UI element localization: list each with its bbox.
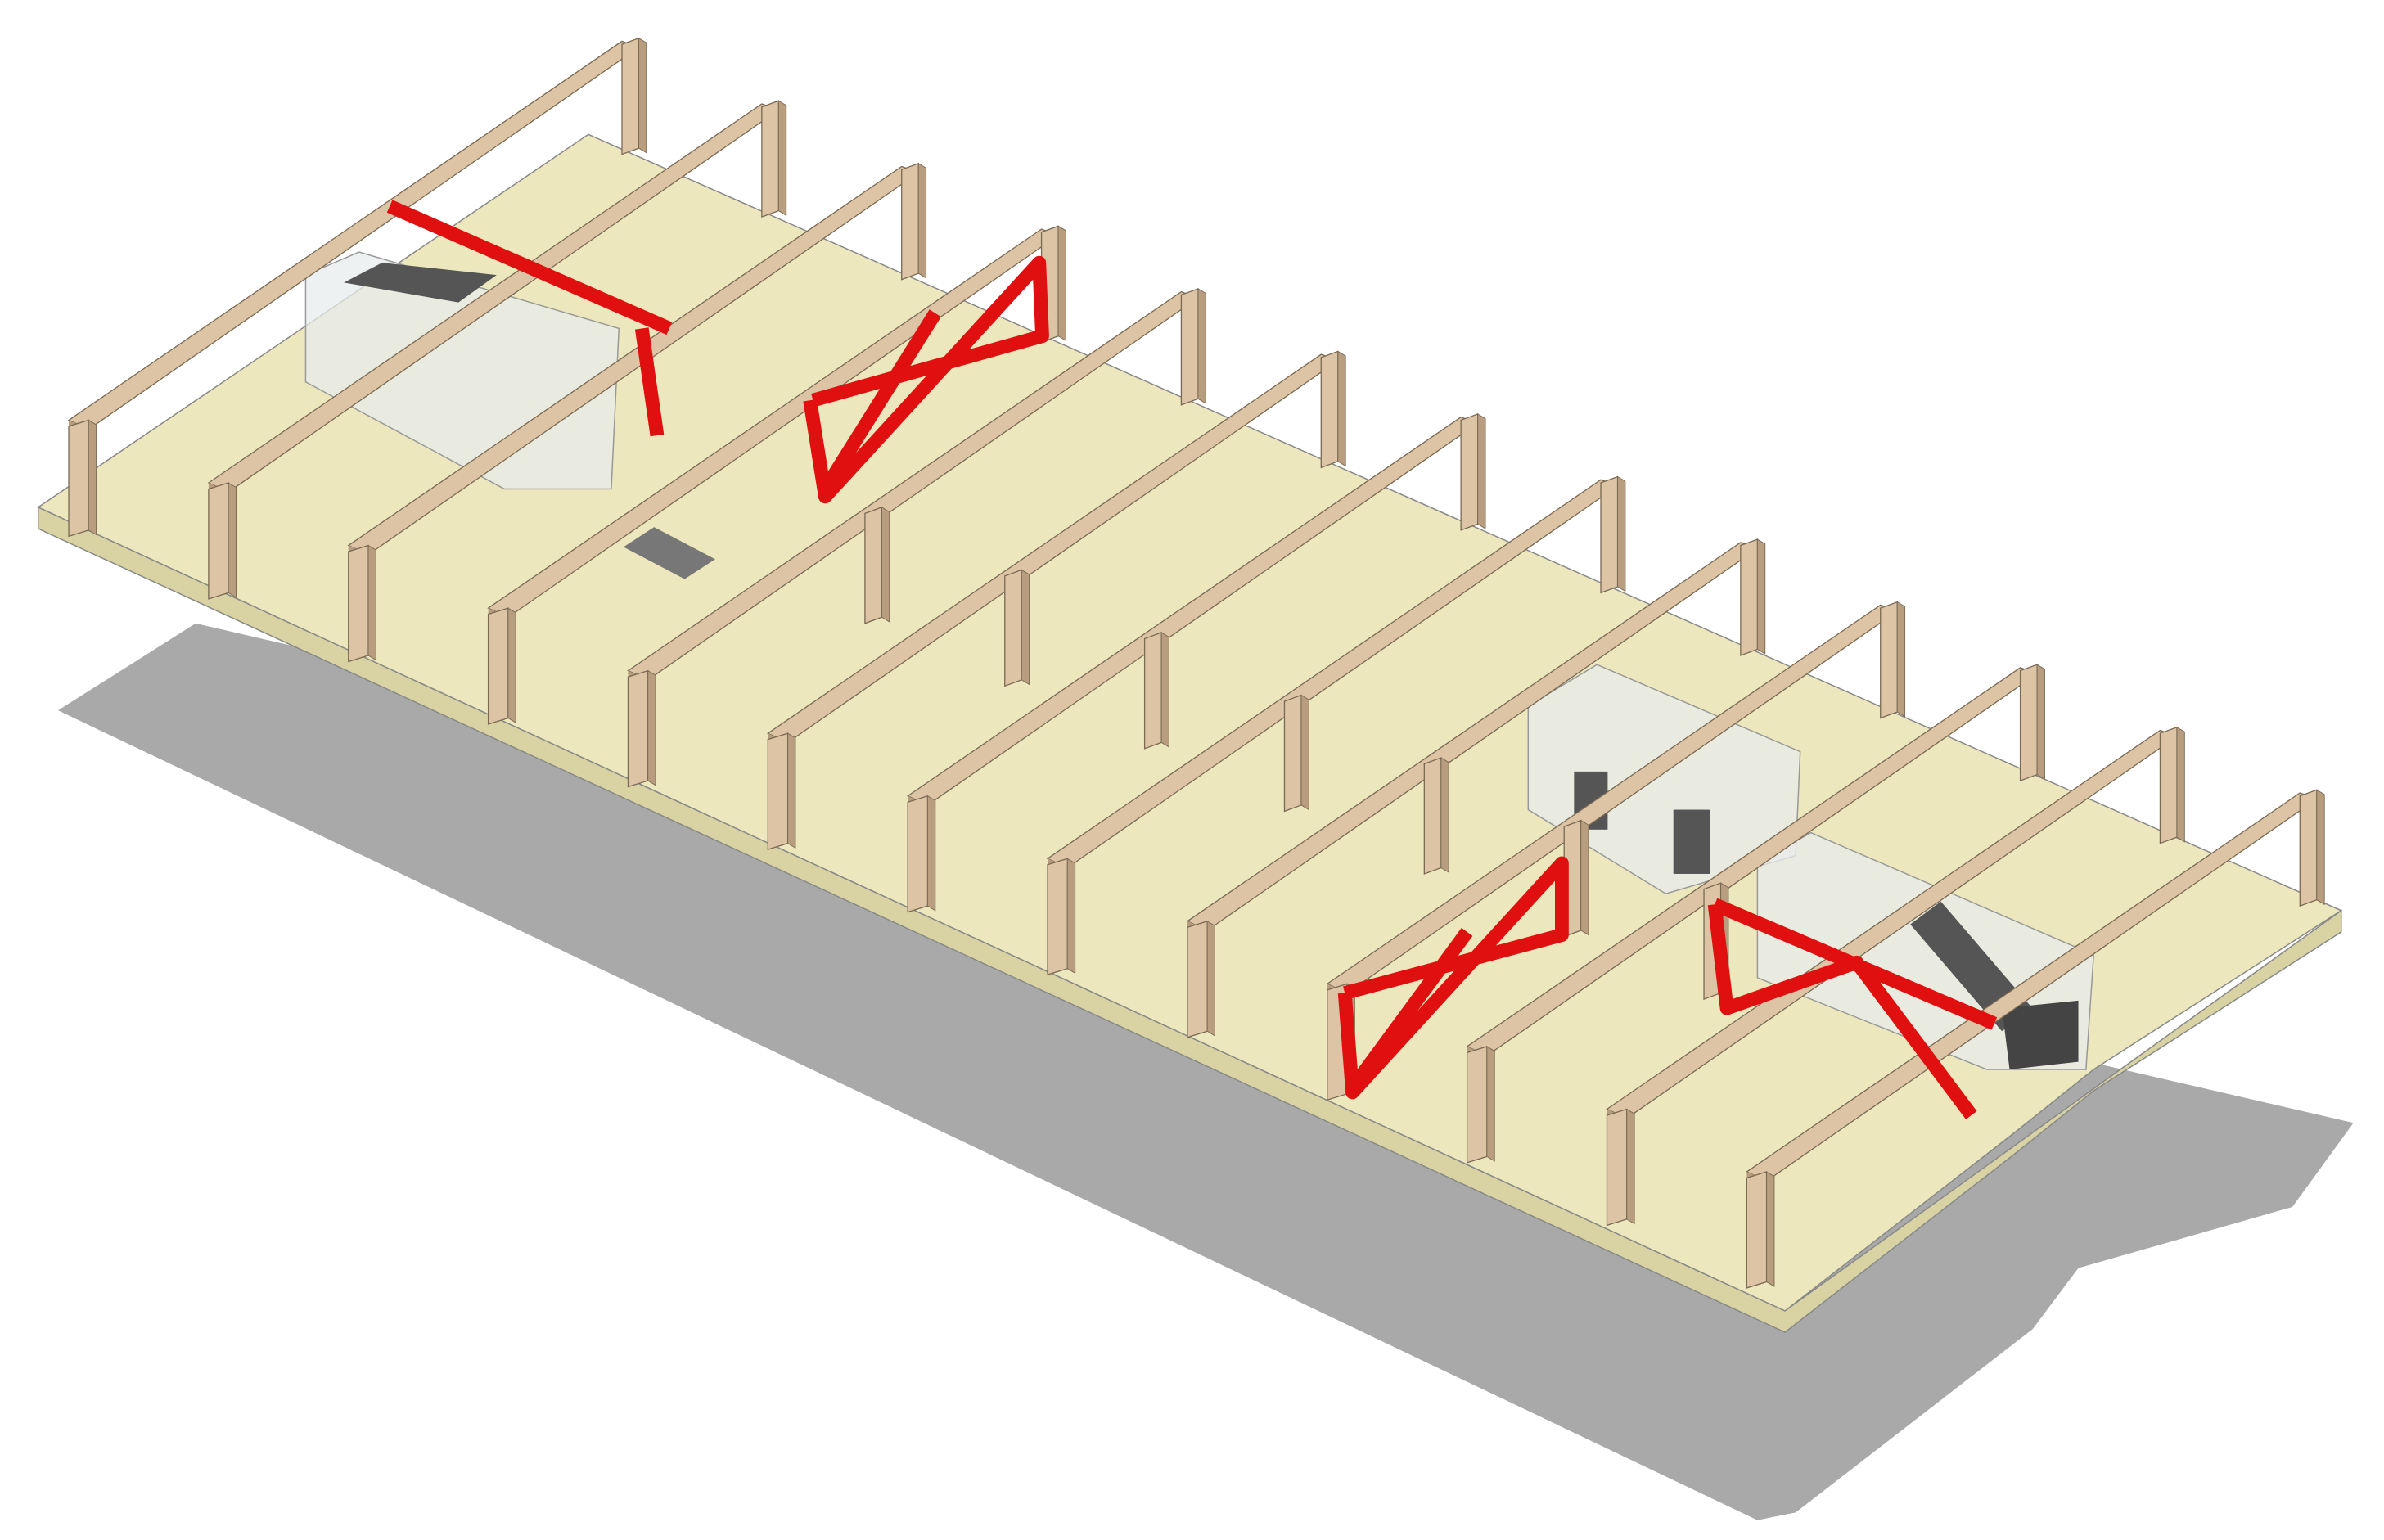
frame-post-back — [1320, 350, 1339, 469]
red-truss-2-diagonal — [1346, 927, 1473, 1092]
frame-post-back-side — [777, 100, 787, 217]
frame-post-middle-side — [1160, 632, 1169, 748]
frame-post-front-side — [367, 544, 376, 661]
timber-frames — [67, 37, 2325, 1289]
frame-post-front-side — [787, 732, 796, 849]
red-post-west — [634, 327, 665, 437]
frame-post-back-side — [2176, 726, 2185, 843]
frame-post-front — [208, 482, 229, 600]
frame-post-front-side — [1066, 858, 1076, 975]
frame-post-back-side — [1197, 288, 1206, 404]
frame-post-back — [2159, 726, 2178, 844]
frame-post-back-side — [1477, 413, 1486, 529]
red-truss-2 — [1337, 856, 1569, 1100]
frame-post-back-side — [917, 162, 927, 279]
frame-post-middle-side — [1440, 757, 1449, 873]
floor-opening — [623, 527, 715, 579]
red-beam-west — [386, 200, 673, 335]
red-steel-trusses — [386, 200, 1998, 1119]
frame-post-front — [68, 419, 89, 538]
frame-post-back-side — [638, 37, 647, 154]
frame-post-front — [1187, 920, 1208, 1038]
stair-west — [344, 263, 497, 303]
frame-post-back — [761, 100, 780, 218]
frame-post-back — [1740, 538, 1759, 656]
red-truss-east — [1707, 903, 1977, 1119]
frame-post-middle-side — [1021, 569, 1030, 686]
frame-post-middle — [1283, 694, 1302, 813]
frame-post-front-side — [647, 669, 656, 786]
frame-post-front — [1047, 858, 1068, 976]
frame-post-front-side — [1766, 1171, 1775, 1287]
frame-post-back — [1460, 413, 1479, 531]
frame-post-front — [348, 544, 369, 663]
slab-edge — [37, 506, 2342, 1333]
red-truss-1-diagonal — [819, 309, 941, 493]
frame-post-middle — [864, 506, 883, 624]
red-truss-1 — [803, 255, 1049, 504]
frame-post-back — [2299, 789, 2318, 907]
frame-post-middle — [1423, 757, 1442, 875]
frame-post-back-side — [1057, 225, 1066, 342]
frame-post-front-side — [1206, 921, 1215, 1037]
frame-post-front — [1746, 1171, 1768, 1289]
frame-post-middle-side — [881, 507, 890, 623]
frame-post-front-side — [228, 482, 237, 598]
frame-post-back — [1180, 287, 1199, 406]
frame-post-back-side — [1337, 350, 1346, 467]
frame-post-middle-side — [1300, 694, 1309, 811]
frame-post-back — [621, 37, 640, 155]
frame-post-front — [1606, 1108, 1628, 1227]
frame-post-front-side — [1626, 1108, 1635, 1225]
frame-post-back-side — [2036, 664, 2045, 781]
frame-post-back — [1600, 475, 1619, 594]
frame-post-middle-side — [1580, 819, 1589, 936]
frame-post-back-side — [1896, 601, 1906, 718]
frame-post-front — [907, 795, 929, 913]
frame-post-back-side — [1617, 475, 1626, 592]
frame-post-front — [1466, 1046, 1488, 1164]
frame-post-back-side — [1756, 538, 1766, 655]
frame-post-back — [2019, 664, 2038, 782]
frame-post-front — [767, 732, 789, 850]
frame-post-middle — [1004, 569, 1022, 687]
frame-post-front-side — [88, 419, 97, 536]
frame-post-front-side — [1486, 1046, 1495, 1162]
frame-post-back — [901, 162, 919, 281]
frame-post-front — [627, 669, 649, 788]
frame-post-front — [487, 607, 509, 725]
stair-landing-east — [2002, 1000, 2079, 1069]
frame-post-front-side — [926, 795, 936, 912]
frame-post-back — [1880, 601, 1898, 719]
frame-post-middle — [1143, 632, 1162, 750]
frame-post-back-side — [2316, 789, 2325, 906]
frame-post-front-side — [507, 607, 516, 723]
lift-door-2 — [1673, 809, 1710, 874]
